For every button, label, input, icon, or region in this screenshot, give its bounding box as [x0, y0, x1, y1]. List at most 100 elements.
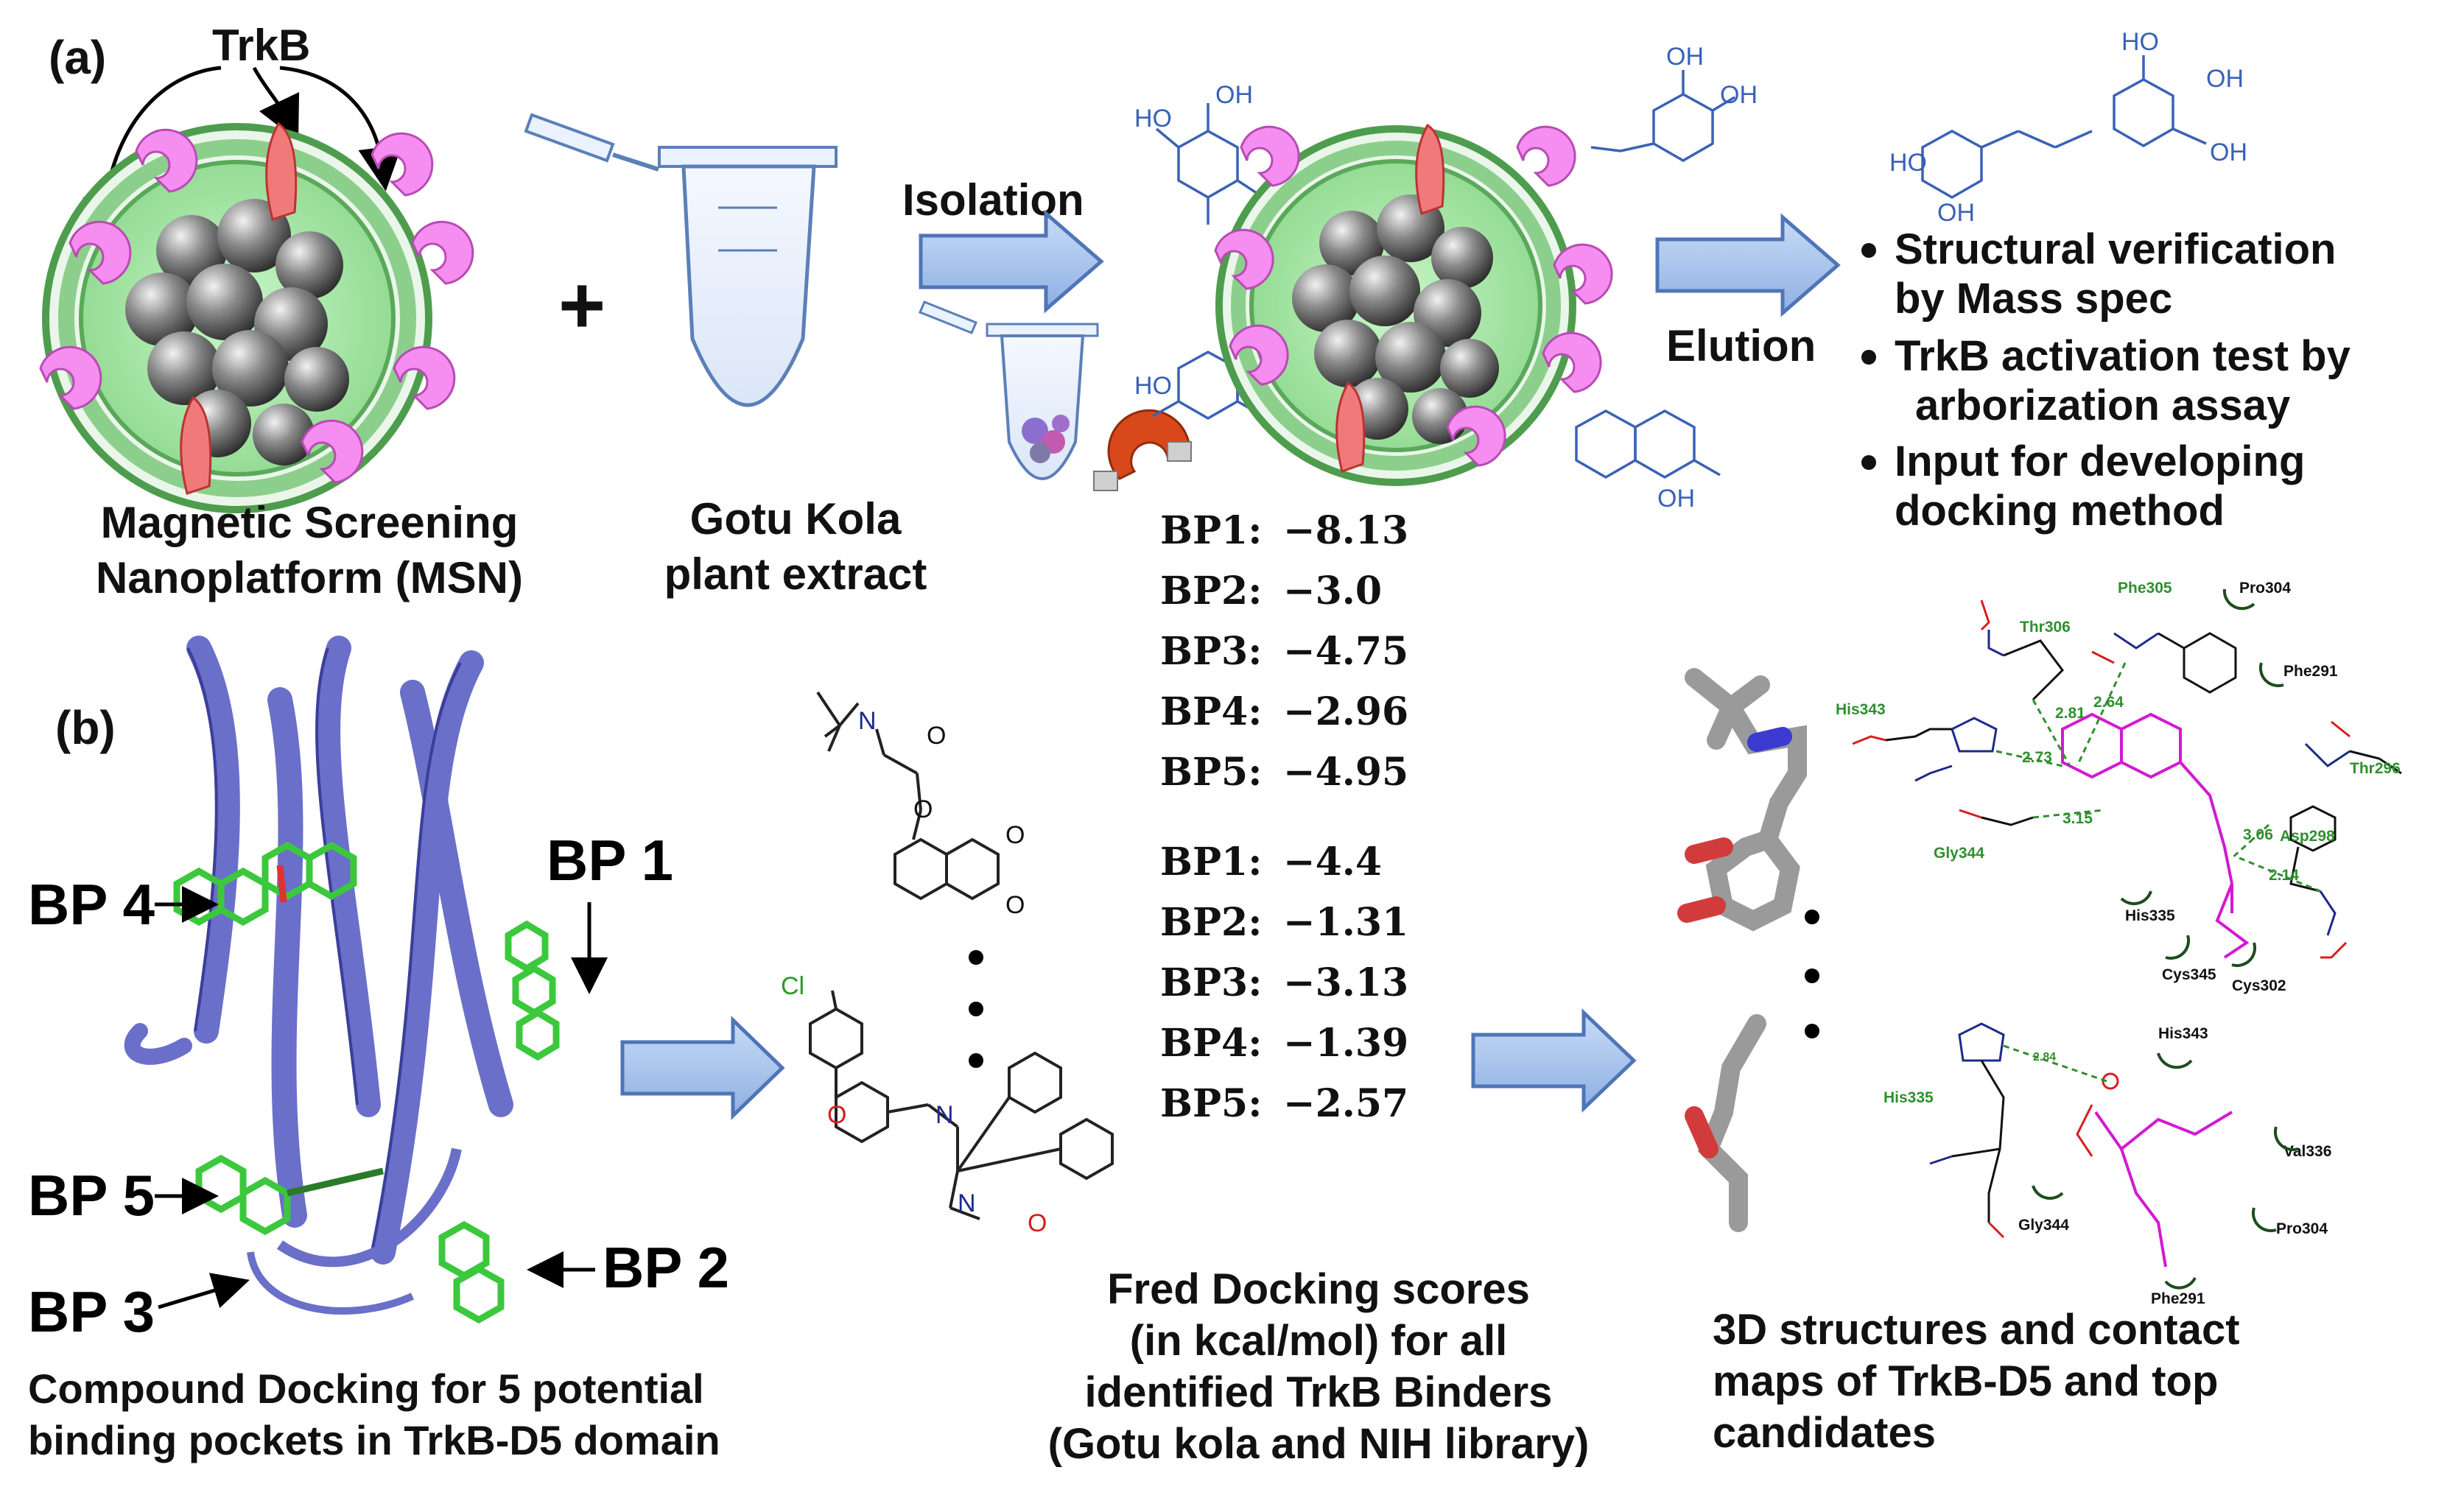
- docked-ligand-bp1: [505, 920, 560, 1061]
- score-label: BP5:: [1160, 750, 1262, 795]
- bp2-label: BP 2: [603, 1235, 729, 1300]
- docking-scores-nih: BP1: −4.4 BP2: −1.31 BP3: −3.13 BP4: −1.…: [1160, 840, 1408, 1126]
- residue-label: His335: [2125, 907, 2175, 924]
- atom-label: O: [1005, 891, 1025, 919]
- bp5-label: BP 5: [28, 1163, 155, 1228]
- plus-sign: +: [558, 260, 605, 351]
- atom-label: O: [1005, 821, 1025, 849]
- bullet-1-line-2: by Mass spec: [1895, 275, 2172, 323]
- stick-model-bottom: [1685, 1014, 1766, 1232]
- score-value: −3.0: [1283, 569, 1382, 613]
- score-value: −1.31: [1283, 900, 1408, 945]
- msn-caption-line-2: Nanoplatform (MSN): [96, 553, 523, 602]
- ligand-2d-bottom: [809, 990, 1114, 1220]
- structures-caption-line-1: 3D structures and contact: [1713, 1306, 2240, 1354]
- score-label: BP2:: [1160, 569, 1262, 613]
- msn-particle-bound: [1214, 123, 1613, 486]
- score-value: −2.57: [1283, 1081, 1408, 1126]
- chem-label: OH: [1720, 81, 1758, 109]
- trkb-d5-ribbon: [124, 636, 513, 1265]
- bullet-3-line-1: Input for developing: [1895, 437, 2305, 485]
- bp3-label: BP 3: [28, 1279, 155, 1344]
- atom-label: O: [1028, 1209, 1047, 1237]
- residue-label: Thr296: [2350, 760, 2401, 777]
- chem-label: HO: [1134, 372, 1172, 400]
- ribbon-outlines: [186, 647, 462, 1253]
- chemical-structure-top-right: [1590, 70, 1735, 163]
- residue-label: Pro304: [2276, 1220, 2328, 1237]
- extract-caption-line-2: plant extract: [664, 549, 927, 599]
- residue-label: Gly344: [2018, 1217, 2069, 1234]
- hydrophobic-arcs: [2032, 1052, 2299, 1290]
- distance-label: 2.84: [2033, 1051, 2056, 1063]
- residue-label: Cys302: [2232, 977, 2286, 994]
- receptor-pieces: [39, 128, 474, 484]
- residue-label: His335: [1883, 1089, 1934, 1106]
- ellipsis-dot: [969, 950, 983, 965]
- distance-label: 3.15: [2062, 810, 2093, 827]
- score-label: BP3:: [1160, 629, 1262, 674]
- residue-label: Phe291: [2151, 1290, 2205, 1307]
- atom-label: N: [958, 1189, 976, 1217]
- chem-label: OH: [1657, 485, 1695, 513]
- atom-label: N: [935, 1101, 954, 1129]
- bullet-dot: [1861, 350, 1876, 365]
- score-label: BP2:: [1160, 900, 1262, 945]
- isolation-label: Isolation: [902, 175, 1084, 225]
- bp4-label: BP 4: [28, 872, 155, 937]
- residue-label: Cys345: [2162, 966, 2216, 983]
- contact-map-1: Thr306 Phe305 His343 Thr296 Gly344 Asp29…: [1836, 580, 2402, 994]
- score-value: −1.39: [1283, 1021, 1408, 1066]
- scores-caption-line-1: Fred Docking scores: [1107, 1265, 1530, 1313]
- score-label: BP5:: [1160, 1081, 1262, 1126]
- score-label: BP4:: [1160, 689, 1262, 734]
- scores-caption-line-2: (in kcal/mol) for all: [1130, 1317, 1507, 1365]
- residue-label: Val336: [2283, 1143, 2331, 1160]
- bullet-2-line-2: arborization assay: [1915, 381, 2290, 429]
- scores-caption-line-4: (Gotu kola and NIH library): [1048, 1420, 1590, 1468]
- panel-b-label: (b): [55, 701, 116, 754]
- residue-label: Pro304: [2239, 580, 2291, 597]
- score-value: −2.96: [1283, 689, 1408, 734]
- atom-label: O: [827, 1101, 846, 1129]
- score-label: BP3:: [1160, 960, 1262, 1005]
- receptor-pieces: [1214, 125, 1613, 467]
- docking-scores-gotu: BP1: −8.13 BP2: −3.0 BP3: −4.75 BP4: −2.…: [1160, 508, 1408, 795]
- atom-label: Cl: [781, 972, 804, 1000]
- bullet-dot: [1861, 455, 1876, 470]
- msn-caption-line-1: Magnetic Screening: [101, 498, 519, 547]
- stick-model-top: [1677, 668, 1807, 932]
- structures-caption-line-2: maps of TrkB-D5 and top: [1713, 1357, 2218, 1405]
- score-value: −4.75: [1283, 629, 1408, 674]
- chemical-structure-product: [1921, 55, 2207, 200]
- chemical-structure-bottom-right: [1575, 409, 1721, 479]
- score-value: −8.13: [1283, 508, 1408, 553]
- residue-label: Thr306: [2020, 619, 2071, 636]
- score-value: −4.95: [1283, 750, 1408, 795]
- chem-label: OH: [2210, 138, 2247, 166]
- residue-label: His343: [1836, 701, 1886, 718]
- chem-label: HO: [1889, 149, 1927, 177]
- docking-caption-line-2: binding pockets in TrkB-D5 domain: [28, 1417, 720, 1463]
- ellipsis-dot: [969, 1053, 983, 1068]
- chem-label: HO: [2121, 28, 2159, 56]
- magnetic-core-cluster: [1292, 194, 1499, 444]
- ligand-2d-top: [816, 691, 1000, 901]
- eppendorf-tube: [524, 113, 838, 407]
- ribbon-loop: [276, 1147, 462, 1267]
- magnetic-core-cluster: [125, 199, 349, 465]
- distance-label: 2.14: [2269, 867, 2299, 884]
- score-label: BP1:: [1160, 840, 1262, 885]
- chem-label: OH: [1215, 81, 1253, 109]
- chem-label: OH: [1666, 43, 1704, 71]
- extract-caption-line-1: Gotu Kola: [690, 494, 902, 544]
- residue-label: His343: [2158, 1025, 2208, 1042]
- chem-label: OH: [2206, 65, 2244, 93]
- small-tube-with-magnet: [919, 300, 1192, 491]
- distance-label: 3.06: [2243, 826, 2273, 843]
- trkb-receptor: [180, 395, 212, 495]
- trkb-arrow-mid: [252, 66, 300, 142]
- score-label: BP1:: [1160, 508, 1262, 553]
- elution-label: Elution: [1666, 321, 1816, 370]
